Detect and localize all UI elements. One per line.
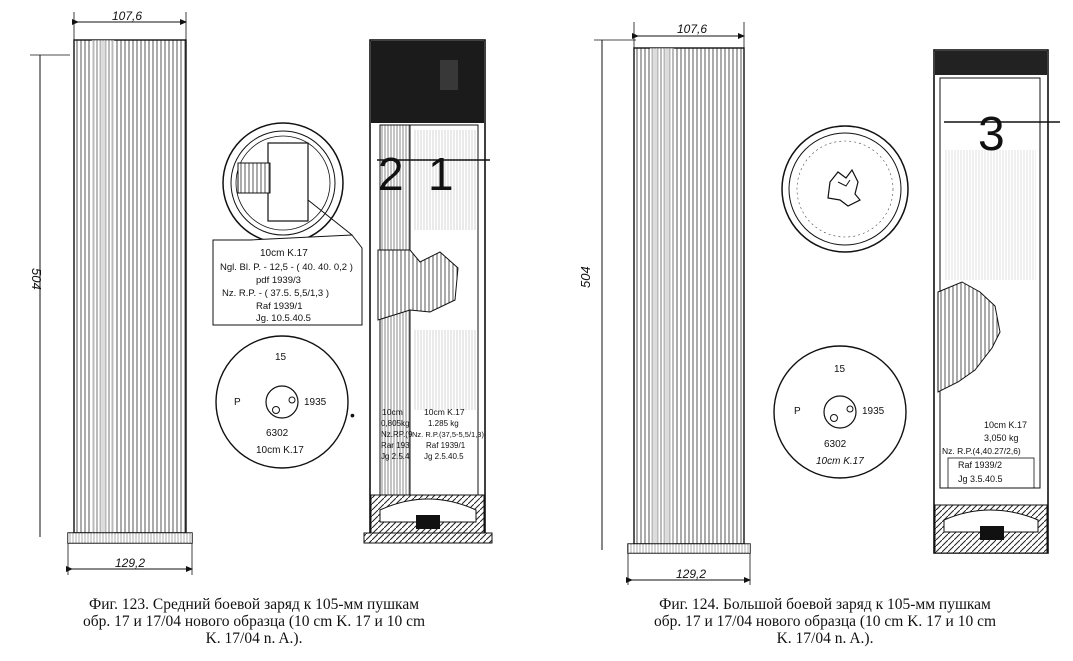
fig123-bottom-disc: 15 P 1935 6302 10cm K.17	[215, 335, 349, 469]
fig123-small-label-3: Nz.RP.(9	[381, 430, 413, 439]
fig123-small-label-4: Rar 193	[381, 441, 410, 450]
fig124-disc-code: 6302	[824, 439, 847, 450]
fig123-big-label-1: 10cm K.17	[424, 407, 465, 417]
fig123-tag-line3: pdf 1939/3	[256, 275, 301, 286]
fig124-height-dimension: 504	[578, 39, 636, 550]
fig124-section-num: 3	[978, 108, 1005, 161]
fig123-disc-code: 6302	[266, 428, 289, 439]
fig123-caption-line3: K. 17/04 n. A.).	[205, 630, 303, 647]
fig123-top-width-dimension: 107,6	[72, 9, 187, 40]
fig123-top-view-circle	[222, 122, 353, 244]
fig124-section-view: 3 10cm K.17 3,050 kg Nz. R.P.(4,40.27/2,…	[933, 49, 1060, 554]
fig123-disc-right: 1935	[304, 397, 327, 408]
fig123-small-label-2: 0,805kg	[381, 419, 409, 428]
fig124-disc-right: 1935	[862, 406, 885, 417]
fig124-disc-name: 10cm K.17	[816, 456, 864, 467]
fig123-tag-line1: 10cm K.17	[260, 248, 308, 259]
fig123-tag-line5: Raf 1939/1	[256, 301, 302, 312]
fig123-section-num-right: 1	[428, 148, 454, 200]
fig124-caption-line3: K. 17/04 n. A.).	[776, 630, 874, 647]
fig123-big-label-3: Nz. R.P.(37,5-5,5/1,3)	[412, 430, 484, 439]
fig124-top-width-label: 107,6	[677, 22, 707, 36]
fig124-label-2: 3,050 kg	[984, 433, 1019, 443]
fig123-base-width-dimension: 129,2	[66, 543, 193, 575]
fig123-small-label-1: 10cm	[382, 407, 403, 417]
fig123-section-view: 2 1 10cm 0,805kg Nz.RP.(9 Rar 193 Jg 2.5…	[363, 39, 493, 544]
fig124-caption: Фиг. 124. Большой боевой заряд к 105-мм …	[585, 596, 1065, 647]
fig124-bottom-disc: 15 P 1935 6302 10cm K.17	[773, 345, 907, 479]
fig124-label-5: Jg 3.5.40.5	[958, 474, 1003, 484]
fig123-big-label-4: Raf 1939/1	[426, 441, 466, 450]
fig124-top-view-circle	[781, 125, 909, 253]
fig123-big-label-5: Jg 2.5.40.5	[424, 452, 464, 461]
fig123-cartridge-case	[67, 39, 193, 544]
fig123-disc-name: 10cm K.17	[256, 445, 304, 456]
fig123-section-num-left: 2	[378, 148, 404, 200]
fig124-label-1: 10cm K.17	[984, 420, 1027, 430]
fig123-tag-line2: Ngl. Bl. P. - 12,5 - ( 40. 40. 0,2 )	[220, 262, 353, 273]
fig123-base-width-label: 129,2	[115, 556, 145, 570]
fig124-disc-top: 15	[834, 364, 846, 375]
fig123-caption: Фиг. 123. Средний боевой заряд к 105-мм …	[14, 596, 494, 647]
fig124-height-label: 504	[578, 266, 593, 288]
fig124-base-width-dimension: 129,2	[626, 553, 751, 585]
fig123-big-label-2: 1.285 kg	[428, 419, 459, 428]
fig123-stray-mark: •	[350, 407, 355, 423]
fig124-label-4: Raf 1939/2	[958, 460, 1002, 470]
fig123-caption-line2: обр. 17 и 17/04 нового образца (10 cm K.…	[82, 613, 426, 630]
fig123-disc-left: P	[234, 397, 241, 408]
fig123-tag-line4: Nz. R.P. - ( 37.5. 5,5/1,3 )	[222, 288, 329, 299]
fig123-caption-line1: Фиг. 123. Средний боевой заряд к 105-мм …	[88, 596, 420, 613]
fig123-charge-tag: 10cm K.17 Ngl. Bl. P. - 12,5 - ( 40. 40.…	[212, 234, 363, 326]
fig123-height-dimension: 504	[29, 54, 70, 537]
fig123-height-label: 504	[29, 268, 44, 290]
fig124-disc-left: P	[794, 406, 801, 417]
fig123-tag-line6: Jg. 10.5.40.5	[256, 313, 311, 324]
fig124-cartridge-case	[627, 47, 751, 554]
fig124-top-width-dimension: 107,6	[632, 22, 745, 48]
fig124-caption-line1: Фиг. 124. Большой боевой заряд к 105-мм …	[659, 596, 991, 613]
fig123-top-width-label: 107,6	[112, 9, 142, 23]
fig124-base-width-label: 129,2	[676, 567, 706, 581]
fig124-caption-line2: обр. 17 и 17/04 нового образца (10 cm K.…	[653, 613, 997, 630]
fig123-disc-top: 15	[275, 352, 287, 363]
fig124-label-3: Nz. R.P.(4,40.27/2,6)	[942, 446, 1021, 456]
fig123-small-label-5: Jg 2.5.4	[381, 452, 410, 461]
